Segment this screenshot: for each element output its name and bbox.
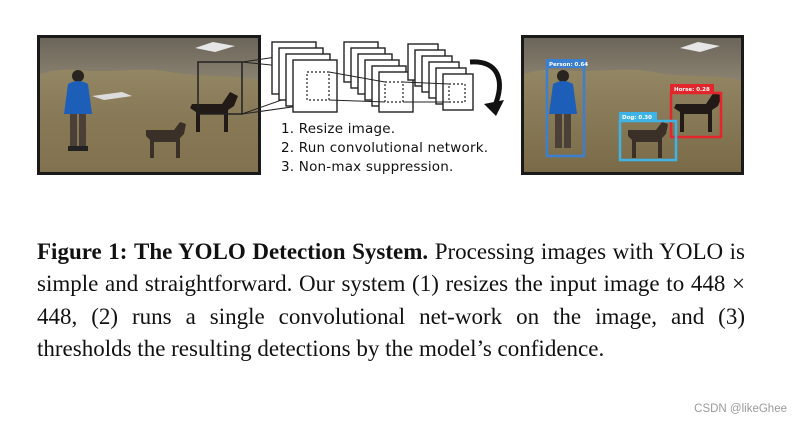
kernel-connectors — [328, 71, 450, 103]
output-photo — [521, 35, 744, 175]
dog-figure-out — [628, 122, 668, 158]
detection-dog: Dog: 0.30 — [618, 112, 678, 162]
person-figure — [64, 70, 92, 151]
caption-body-2: 448, (2) runs a single convolutional net… — [37, 303, 745, 361]
arrow-icon — [469, 59, 504, 116]
step-nms: 3. Non-max suppression. — [281, 159, 454, 175]
dog-figure — [146, 122, 186, 158]
pipeline-steps: 1. Resize image. 2. Run convolutional ne… — [281, 120, 488, 177]
detection-person: Person: 0.64 — [545, 59, 588, 158]
caption-title: The YOLO Detection System. — [134, 239, 429, 264]
horse-figure-out — [674, 92, 722, 132]
horse-figure — [190, 92, 238, 132]
detection-dog-label: Dog: 0.30 — [622, 115, 652, 121]
watermark: CSDN @likeGhee — [694, 403, 787, 415]
input-photo — [37, 35, 261, 175]
figure-caption: Figure 1: The YOLO Detection System. Pro… — [37, 236, 745, 365]
conv-network-diagram — [271, 41, 474, 113]
caption-label: Figure 1: — [37, 239, 128, 264]
detection-horse: Horse: 0.28 — [669, 84, 723, 139]
step-convnet: 2. Run convolutional network. — [281, 140, 489, 156]
step-resize: 1. Resize image. — [281, 121, 396, 137]
caption-body-1: Processing images with YOLO is simple an… — [37, 239, 745, 297]
person-figure-out — [549, 70, 577, 148]
detection-horse-label: Horse: 0.28 — [674, 87, 710, 93]
yolo-pipeline-figure: Person: 0.64 Horse: 0.28 Dog: 0.30 — [37, 35, 744, 175]
detection-person-label: Person: 0.64 — [549, 62, 588, 68]
times-symbol: × — [732, 271, 745, 297]
conv-kernels — [306, 71, 466, 103]
